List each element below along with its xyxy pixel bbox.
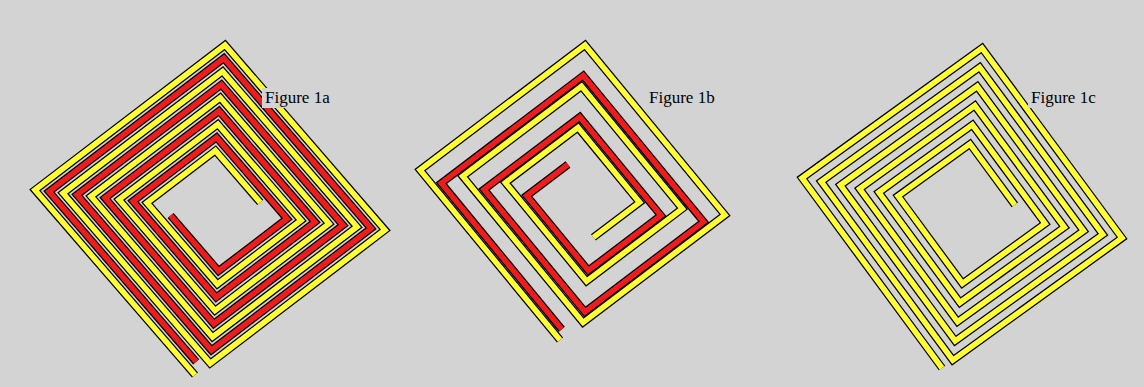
figure-label: Figure 1b [646, 88, 718, 108]
spiral-coil-1a [35, 45, 385, 375]
spiral-coil-1b-upper [420, 45, 725, 340]
figure-label: Figure 1c [1028, 88, 1099, 108]
spiral-coil-1c [802, 48, 1122, 368]
figure-label: Figure 1a [262, 88, 333, 108]
